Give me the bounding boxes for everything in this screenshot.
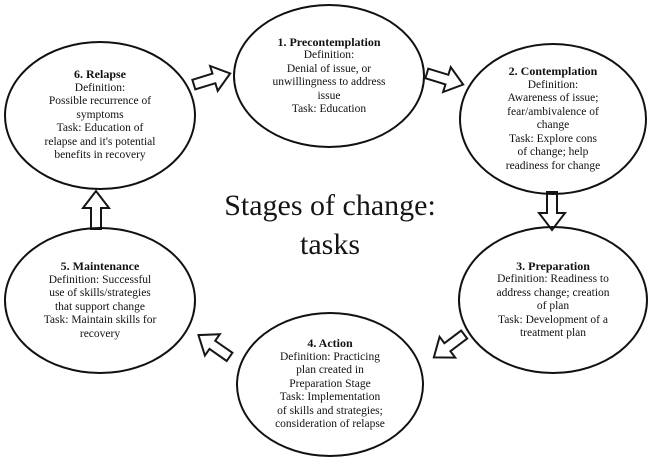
stage-heading: 5. Maintenance (60, 259, 140, 273)
arrow-relapse-to-precontemplation-icon (191, 64, 232, 94)
stage-ellipse-relapse: 6. Relapse Definition: Possible recurren… (4, 41, 196, 190)
stage-heading: 4. Action (307, 336, 353, 351)
stage-ellipse-action: 4. Action Definition: Practicing plan cr… (236, 312, 424, 457)
stage-ellipse-preparation: 3. Preparation Definition: Readiness to … (458, 226, 648, 374)
stage-body: Definition: Readiness to address change;… (496, 273, 610, 339)
stage-ellipse-precontemplation: 1. Precontemplation Definition: Denial o… (233, 4, 425, 148)
stage-heading: 3. Preparation (516, 258, 590, 273)
diagram-title-line-1: Stages of change: (224, 189, 436, 222)
diagram-title: Stages of change: tasks (195, 186, 465, 264)
stage-heading: 1. Precontemplation (277, 34, 381, 49)
arrow-precontemplation-to-contemplation-icon (424, 64, 465, 94)
stage-heading: 6. Relapse (74, 67, 126, 82)
arrow-contemplation-to-preparation-icon (536, 191, 568, 232)
stage-body: Definition: Practicing plan created in P… (275, 350, 385, 431)
arrow-preparation-to-action-icon (432, 329, 469, 359)
stage-heading: 2. Contemplation (508, 64, 598, 78)
diagram-title-line-2: tasks (300, 228, 360, 261)
arrow-action-to-maintenance-icon (197, 333, 234, 363)
arrow-maintenance-to-relapse-icon (80, 189, 112, 230)
stage-body: Definition: Denial of issue, or unwillin… (272, 49, 386, 115)
stage-ellipse-maintenance: 5. Maintenance Definition: Successful us… (4, 227, 196, 374)
stage-ellipse-contemplation: 2. Contemplation Definition: Awareness o… (459, 43, 647, 195)
stage-body: Definition: Awareness of issue; fear/amb… (505, 78, 601, 172)
stage-body: Definition: Successful use of skills/str… (43, 273, 157, 340)
stage-body: Definition: Possible recurrence of sympt… (44, 81, 156, 162)
